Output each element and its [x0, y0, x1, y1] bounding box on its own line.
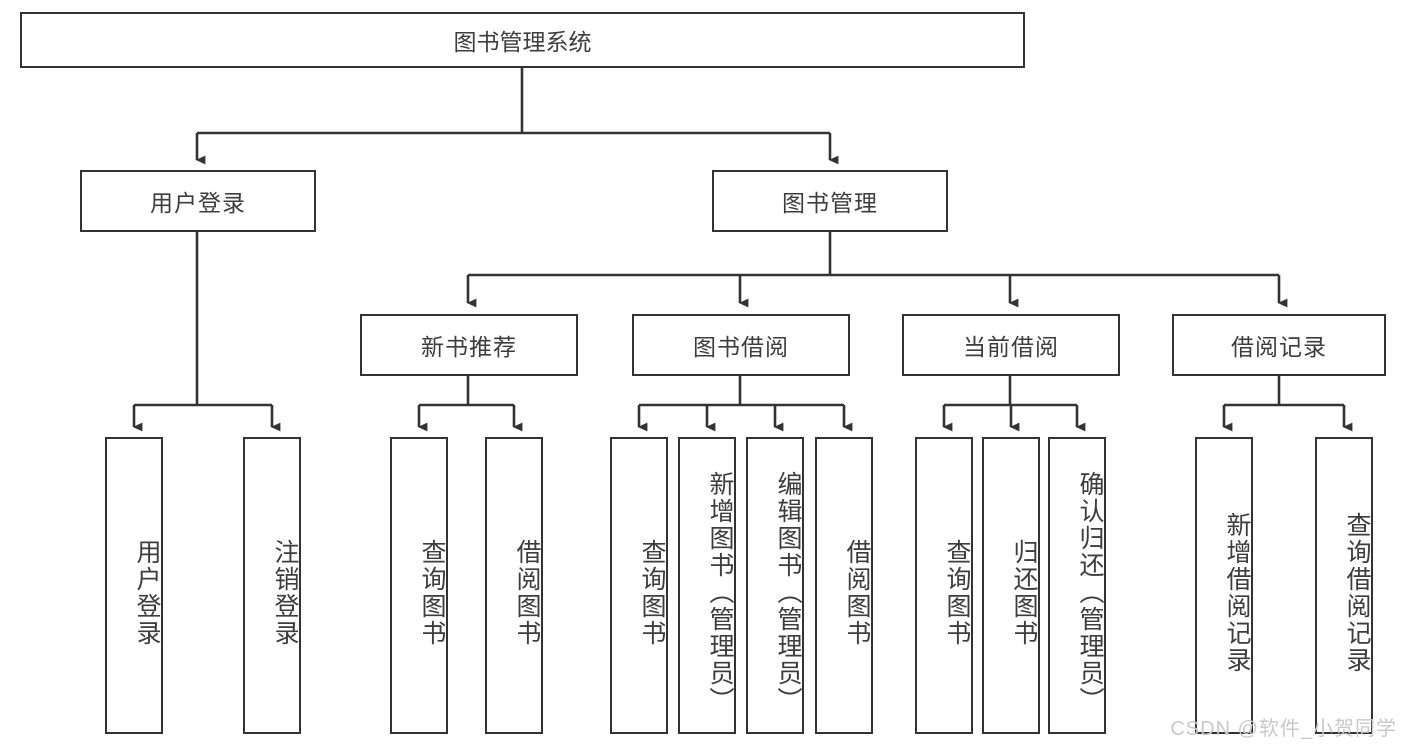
node-user-login[interactable]: 用户登录 — [80, 170, 316, 232]
leaf-label: 查询图书 — [638, 538, 666, 647]
leaf-label: 查询借阅记录 — [1343, 511, 1371, 674]
node-borrow-record[interactable]: 借阅记录 — [1172, 314, 1386, 376]
node-book-management-label: 图书管理 — [782, 190, 878, 216]
leaf-label: 查询图书 — [943, 538, 971, 647]
leaf-label: 注销登录 — [271, 538, 299, 647]
watermark-text: CSDN @软件_小贺同学 — [1170, 718, 1397, 740]
leaf-label: 查询图书 — [418, 538, 446, 647]
node-current-borrow[interactable]: 当前借阅 — [902, 314, 1120, 376]
leaf-current-query-book[interactable]: 查询图书 — [915, 437, 973, 734]
node-root-system[interactable]: 图书管理系统 — [20, 12, 1025, 68]
leaf-label: 新增图书（管理员） — [706, 471, 734, 714]
leaf-recommend-query-book[interactable]: 查询图书 — [390, 437, 448, 734]
node-root-label: 图书管理系统 — [453, 29, 592, 55]
leaf-user-login-login[interactable]: 用户登录 — [105, 437, 163, 734]
leaf-borrow-borrow-book[interactable]: 借阅图书 — [815, 437, 873, 734]
leaf-record-query-record[interactable]: 查询借阅记录 — [1315, 437, 1373, 734]
leaf-label: 借阅图书 — [843, 538, 871, 647]
node-new-book-recommend[interactable]: 新书推荐 — [360, 314, 578, 376]
node-current-borrow-label: 当前借阅 — [963, 334, 1059, 360]
leaf-current-return-book[interactable]: 归还图书 — [982, 437, 1040, 734]
leaf-label: 借阅图书 — [513, 538, 541, 647]
leaf-label: 新增借阅记录 — [1223, 511, 1251, 674]
leaf-borrow-add-book-admin[interactable]: 新增图书（管理员） — [678, 437, 736, 734]
leaf-recommend-borrow-book[interactable]: 借阅图书 — [485, 437, 543, 734]
node-book-borrow-label: 图书借阅 — [693, 334, 789, 360]
leaf-user-login-logout[interactable]: 注销登录 — [243, 437, 301, 734]
node-new-book-recommend-label: 新书推荐 — [421, 334, 517, 360]
node-user-login-label: 用户登录 — [150, 190, 246, 216]
leaf-borrow-query-book[interactable]: 查询图书 — [610, 437, 668, 734]
leaf-record-add-record[interactable]: 新增借阅记录 — [1195, 437, 1253, 734]
node-borrow-record-label: 借阅记录 — [1231, 334, 1327, 360]
node-book-borrow[interactable]: 图书借阅 — [632, 314, 850, 376]
leaf-borrow-edit-book-admin[interactable]: 编辑图书（管理员） — [746, 437, 804, 734]
node-book-management[interactable]: 图书管理 — [712, 170, 948, 232]
leaf-current-confirm-return-admin[interactable]: 确认归还（管理员） — [1048, 437, 1106, 734]
leaf-label: 归还图书 — [1010, 538, 1038, 647]
leaf-label: 用户登录 — [133, 538, 161, 647]
leaf-label: 编辑图书（管理员） — [774, 471, 802, 714]
leaf-label: 确认归还（管理员） — [1076, 471, 1104, 714]
